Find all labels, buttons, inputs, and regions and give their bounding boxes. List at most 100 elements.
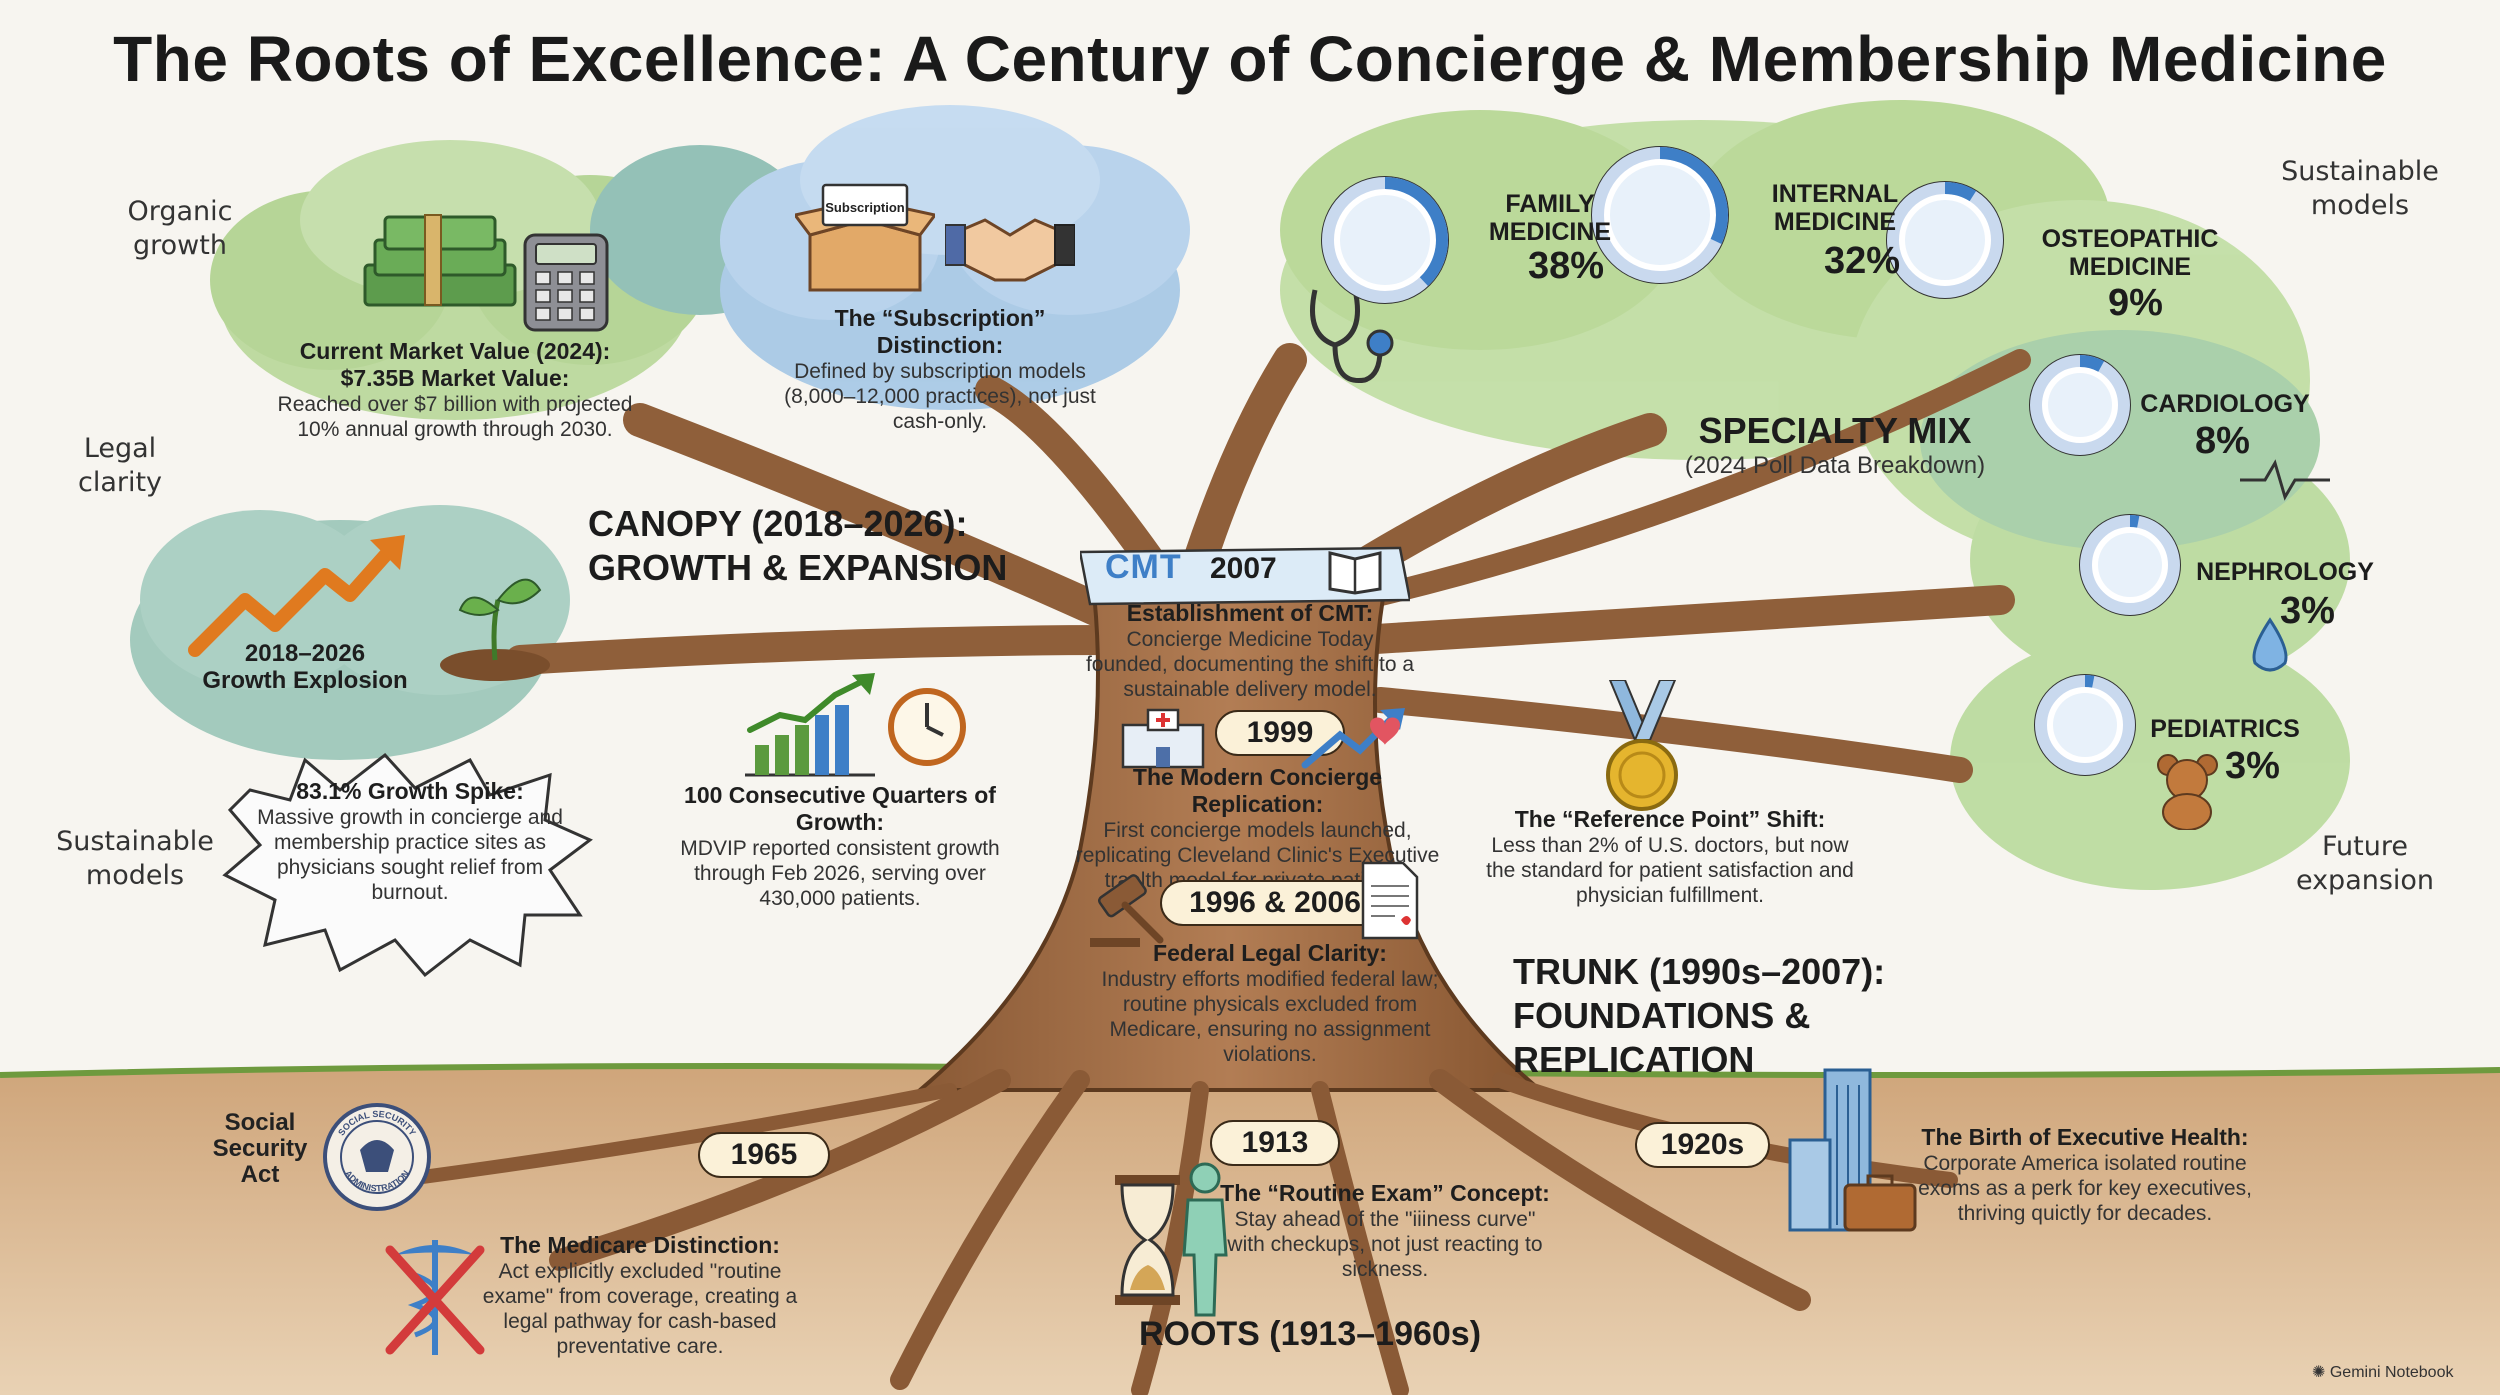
document-icon xyxy=(1361,861,1419,940)
child-icon xyxy=(2053,693,2117,757)
donut-0 xyxy=(1321,176,1449,304)
market-value-block: Current Market Value (2024): $7.35B Mark… xyxy=(255,338,655,442)
donut-arc xyxy=(1592,147,1728,283)
donut-3 xyxy=(2029,354,2131,456)
trend-heart-icon xyxy=(1301,708,1405,769)
medicare-body: Act explicitly excluded "routine exame" … xyxy=(482,1260,798,1358)
note-sustainable-right: Sustainable models xyxy=(2281,156,2439,221)
reference-heading: The “Reference Point” Shift: xyxy=(1514,806,1826,832)
executive-heading: The Birth of Executive Health: xyxy=(1921,1124,2249,1150)
growth-explosion-heading-2: Growth Explosion xyxy=(202,667,408,694)
donut-arc xyxy=(2030,355,2130,455)
canopy-heading-line1: CANOPY (2018–2026): xyxy=(588,503,968,544)
year-pill-1920s: 1920s xyxy=(1635,1122,1770,1168)
bar-chart-icon xyxy=(745,673,875,777)
cmt-body: Concierge Medicine Today founded, docume… xyxy=(1085,628,1415,701)
book-icon xyxy=(1328,551,1382,595)
teddy-bear-icon xyxy=(2157,754,2218,830)
quarters-block: 100 Consecutive Quarters of Growth: MDVI… xyxy=(670,782,1010,911)
federal-block: Federal Legal Clarity: Industry efforts … xyxy=(1085,940,1455,1067)
donut-arc xyxy=(1887,182,2003,298)
spec-pct-cardiology: 8% xyxy=(2195,420,2250,462)
donut-5 xyxy=(2034,674,2136,776)
replication-heading: The Modern Concierge Replication: xyxy=(1132,764,1383,817)
year-pill-1965: 1965 xyxy=(698,1132,830,1178)
cmt-year: 2007 xyxy=(1210,552,1277,585)
spike-body: Massive growth in concierge and membersh… xyxy=(257,806,563,904)
page-title: The Roots of Excellence: A Century of Co… xyxy=(113,23,2387,95)
kidney-icon xyxy=(2098,533,2162,597)
growth-spike-block: 83.1% Growth Spike: Massive growth in co… xyxy=(255,778,565,905)
seedling-icon xyxy=(440,578,550,681)
donut-2 xyxy=(1886,181,2004,299)
spec-pct-internal: 32% xyxy=(1824,240,1901,282)
gavel-icon xyxy=(1090,874,1164,947)
hourglass-icon xyxy=(1115,1175,1180,1305)
calculator-icon xyxy=(523,233,609,332)
spec-pct-nephrology: 3% xyxy=(2280,590,2335,632)
spec-name-nephrology: NEPHROLOGY xyxy=(2196,558,2374,586)
canopy-heading: CANOPY (2018–2026): GROWTH & EXPANSION xyxy=(588,502,1008,590)
specialty-mix-block: SPECIALTY MIX (2024 Poll Data Breakdown) xyxy=(1650,410,2020,480)
subscription-heading: The “Subscription” Distinction: xyxy=(834,305,1046,358)
subscription-box-icon: Subscription xyxy=(795,183,935,292)
ssa-label: Social Security Act xyxy=(212,1109,308,1188)
note-sustainable-left: Sustainable models xyxy=(56,826,214,891)
cmt-block: Establishment of CMT: Concierge Medicine… xyxy=(1085,600,1415,702)
spec-pct-pediatrics: 3% xyxy=(2225,745,2280,787)
note-organic-growth: Organic growth xyxy=(127,196,233,261)
specialty-title: SPECIALTY MIX xyxy=(1698,410,1972,451)
cmt-logo: CMT xyxy=(1105,548,1182,586)
watermark-text: Gemini Notebook xyxy=(2329,1364,2454,1381)
house-icon xyxy=(1340,195,1430,285)
routine-body: Stay ahead of the "iiiness curve" with c… xyxy=(1227,1208,1543,1281)
medicare-heading: The Medicare Distinction: xyxy=(500,1232,780,1258)
replication-block: The Modern Concierge Replication: First … xyxy=(1075,764,1440,893)
bone-hands-icon xyxy=(1905,200,1985,280)
spec-pct-family: 38% xyxy=(1528,245,1605,287)
trunk-heading-line1: TRUNK (1990s–2007): xyxy=(1513,951,1886,992)
stethoscope-icon xyxy=(1310,289,1394,384)
roots-heading: ROOTS (1913–1960s) xyxy=(1138,1315,1482,1353)
executive-health-block: The Birth of Executive Health: Corporate… xyxy=(1900,1124,2270,1226)
ecg-line-icon xyxy=(2240,459,2330,501)
note-future-expansion: Future expansion xyxy=(2295,831,2435,896)
spec-name-family: FAMILY MEDICINE xyxy=(1488,190,1612,246)
heart-icon xyxy=(2048,373,2112,437)
quarters-heading: 100 Consecutive Quarters of Growth: xyxy=(684,782,996,835)
donut-4 xyxy=(2079,514,2181,616)
spike-burst-shape xyxy=(222,752,593,978)
watermark: ✺ Gemini Notebook xyxy=(2312,1362,2453,1382)
market-heading-1: Current Market Value (2024): xyxy=(299,338,611,364)
spec-name-osteopathic: OSTEOPATHIC MEDICINE xyxy=(2041,225,2219,281)
water-drop-icon xyxy=(2252,617,2288,672)
subscription-body: Defined by subscription models (8,000–12… xyxy=(784,360,1096,433)
spec-name-cardiology: CARDIOLOGY xyxy=(2140,390,2310,418)
trunk-heading: TRUNK (1990s–2007): FOUNDATIONS & REPLIC… xyxy=(1513,950,2033,1082)
cmt-banner xyxy=(1080,546,1410,606)
federal-heading: Federal Legal Clarity: xyxy=(1153,940,1387,966)
donut-arc xyxy=(1322,177,1448,303)
routine-exam-block: The “Routine Exam” Concept: Stay ahead o… xyxy=(1220,1180,1550,1282)
reference-body: Less than 2% of U.S. doctors, but now th… xyxy=(1486,834,1854,907)
ssa-seal-icon: SOCIAL SECURITY ADMINISTRATION xyxy=(323,1103,431,1211)
branches xyxy=(505,343,2031,783)
market-heading-2: $7.35B Market Value: xyxy=(340,365,570,391)
year-pill-1996-2006: 1996 & 2006 xyxy=(1160,880,1390,926)
year-pill-1913: 1913 xyxy=(1210,1120,1340,1166)
spec-name-internal: INTERNAL MEDICINE xyxy=(1771,180,1899,236)
medicare-block: The Medicare Distinction: Act explicitly… xyxy=(470,1232,810,1359)
body-icon xyxy=(1610,165,1710,265)
note-legal-clarity: Legal clarity xyxy=(77,433,163,498)
routine-heading: The “Routine Exam” Concept: xyxy=(1220,1180,1550,1206)
cmt-heading: Establishment of CMT: xyxy=(1126,600,1374,626)
spike-heading: 83.1% Growth Spike: xyxy=(296,778,524,804)
quarters-body: MDVIP reported consistent growth through… xyxy=(680,837,1000,910)
subscription-block: The “Subscription” Distinction: Defined … xyxy=(770,305,1110,434)
growth-arrow-icon xyxy=(188,535,405,657)
spec-pct-osteopathic: 9% xyxy=(2108,282,2163,324)
hospital-icon xyxy=(1121,708,1205,769)
gemini-logo-icon: ✺ xyxy=(2312,1364,2330,1381)
handshake-icon xyxy=(945,218,1075,282)
caduceus-crossed-icon xyxy=(385,1240,485,1355)
